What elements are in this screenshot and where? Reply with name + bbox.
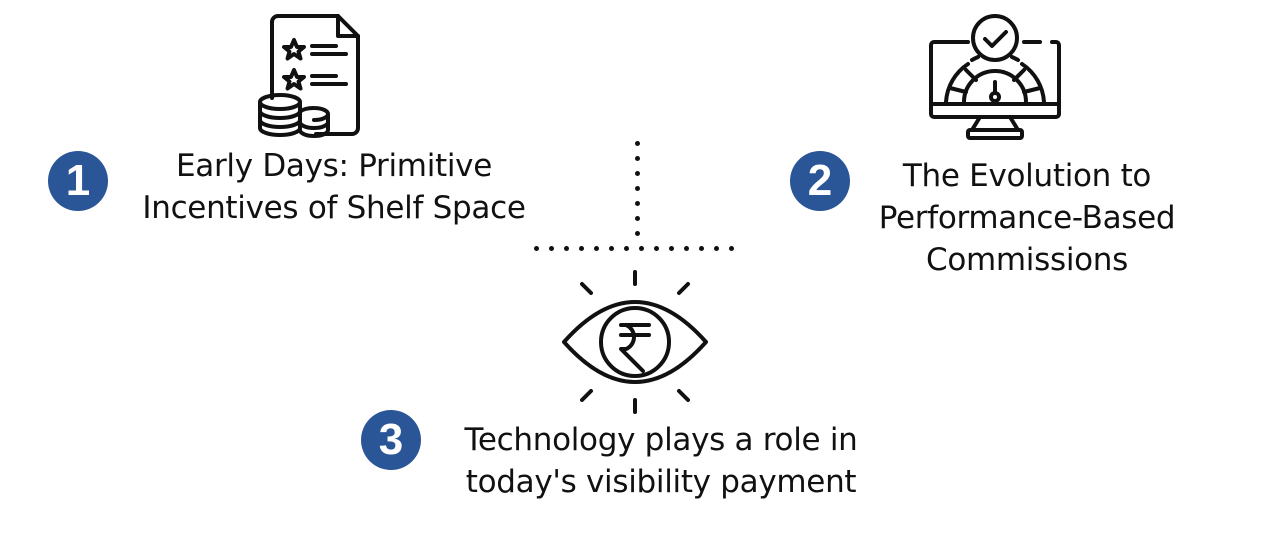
- step-2-line-3: Commissions: [926, 242, 1128, 278]
- step-2-line-1: The Evolution to: [902, 158, 1152, 194]
- step-1-label: Early Days: Primitive Incentives of Shel…: [112, 145, 556, 229]
- connector-dot: [624, 246, 629, 251]
- step-3-badge: 3: [361, 410, 421, 470]
- monitor-gauge-check-icon: [928, 12, 1062, 144]
- connector-dot: [639, 246, 644, 251]
- step-3-label: Technology plays a role in today's visib…: [428, 419, 894, 503]
- step-1-line-2: Incentives of Shelf Space: [142, 190, 526, 226]
- step-1-line-1: Early Days: Primitive: [175, 148, 492, 184]
- connector-dot: [729, 246, 734, 251]
- document-stars-coins-icon: [252, 10, 364, 140]
- connector-dot: [714, 246, 719, 251]
- connector-dot: [699, 246, 704, 251]
- eye-rupee-icon: [558, 268, 712, 416]
- connector-dot: [654, 246, 659, 251]
- step-1-badge: 1: [48, 151, 108, 211]
- step-2-label: The Evolution to Performance-Based Commi…: [846, 155, 1208, 281]
- connector-dot: [635, 141, 640, 146]
- connector-dot: [594, 246, 599, 251]
- step-3-number: 3: [378, 415, 404, 464]
- step-2-number: 2: [807, 156, 833, 205]
- connector-dot: [635, 156, 640, 161]
- connector-dot: [579, 246, 584, 251]
- connector-dot: [635, 171, 640, 176]
- connector-dot: [549, 246, 554, 251]
- connector-dot: [684, 246, 689, 251]
- connector-dot: [635, 201, 640, 206]
- step-3-line-1: Technology plays a role in: [464, 422, 858, 458]
- connector-dot: [534, 246, 539, 251]
- step-2-badge: 2: [790, 151, 850, 211]
- step-2-line-2: Performance-Based: [878, 200, 1176, 236]
- connector-dot: [564, 246, 569, 251]
- connector-dot: [635, 231, 640, 236]
- step-1-number: 1: [65, 156, 91, 205]
- step-3-line-2: today's visibility payment: [465, 464, 857, 500]
- connector-dot: [609, 246, 614, 251]
- connector-dot: [635, 216, 640, 221]
- connector-dot: [669, 246, 674, 251]
- connector-dot: [635, 186, 640, 191]
